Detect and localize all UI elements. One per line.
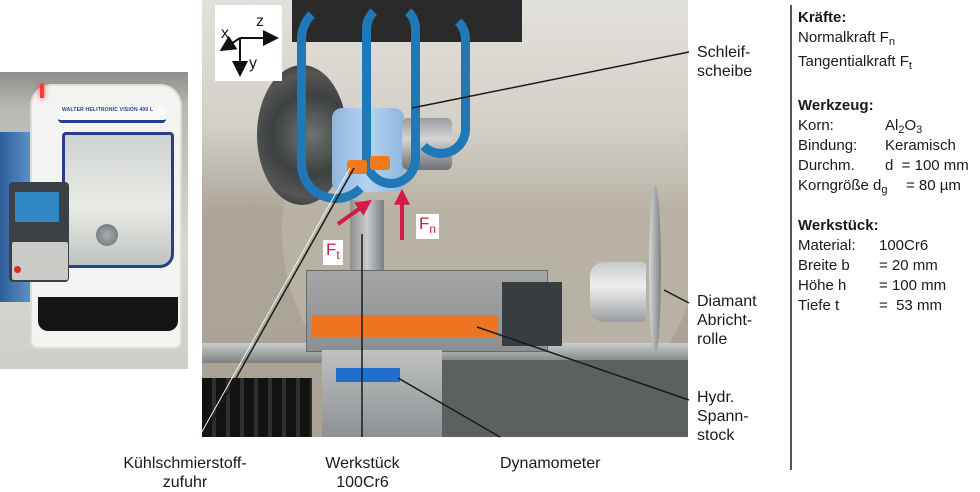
param-value: = 80 µm [906, 177, 961, 194]
param-value: d = 100 mm [885, 157, 969, 174]
leader-schleifscheibe [411, 51, 690, 109]
label-line: zufuhr [162, 474, 208, 491]
label-diamant-abrichtrolle: Diamant Abricht- rolle [697, 292, 757, 349]
vise-orange-strip [312, 315, 498, 337]
label-line: Spann- [697, 408, 749, 425]
workpiece-row-depth: Tiefe t = 53 mm [798, 296, 980, 316]
section-title-workpiece: Werkstück: [798, 217, 879, 234]
section-title-forces: Kräfte: [798, 9, 847, 26]
param-key: Breite b [798, 257, 850, 274]
parameter-panel: Kräfte: Normalkraft Fn Tangentialkraft F… [798, 8, 980, 316]
param-value: = 20 mm [879, 257, 938, 274]
param-key: Korngröße dg [798, 177, 888, 196]
tool-row-bond: Bindung: Keramisch [798, 136, 980, 156]
force-label-fn: Fn [416, 214, 440, 239]
dynamometer [322, 350, 442, 437]
workpiece-row-width: Breite b = 20 mm [798, 256, 980, 276]
coolant-hose [362, 0, 420, 188]
label-hydr-spannstock: Hydr. Spann- stock [697, 388, 749, 445]
coolant-hose [412, 10, 470, 158]
force-item-normal: Normalkraft Fn [798, 28, 980, 52]
param-value: Keramisch [885, 137, 956, 154]
label-werkstueck: Werkstück 100Cr6 [310, 454, 415, 492]
machine-base [38, 297, 178, 331]
leader-kuehlschmierstoff [202, 167, 355, 438]
param-key: Korn: [798, 117, 834, 134]
tool-row-grain-size: Korngröße dg = 80 µm [798, 176, 980, 196]
label-line: 100Cr6 [336, 474, 389, 491]
force-ft-subscript: t [336, 248, 340, 262]
dynamometer-plate [336, 368, 400, 382]
leader-dynamometer [397, 377, 501, 438]
label-schleifscheibe: Schleif- scheibe [697, 43, 752, 81]
param-value: Al2O3 [885, 117, 923, 136]
force-label-ft: Ft [323, 240, 343, 265]
coolant-hose [297, 0, 375, 203]
tangential-force-arrow [336, 199, 372, 226]
force-fn-subscript: n [429, 222, 437, 236]
label-line: Dynamometer [500, 455, 601, 472]
machine-window [62, 132, 174, 268]
label-line: Schleif- [697, 44, 751, 61]
emergency-stop [14, 266, 21, 273]
coolant-nozzle [370, 156, 390, 170]
tool-row-diameter: Durchm. d = 100 mm [798, 156, 980, 176]
vise-jaw [502, 282, 562, 346]
label-line: rolle [697, 331, 728, 348]
label-line: stock [697, 427, 735, 444]
param-value: = 53 mm [879, 297, 942, 314]
label-kuehlschmierstoffzufuhr: Kühlschmierstoff- zufuhr [110, 454, 260, 492]
machine-table [432, 360, 688, 437]
axis-label-z: z [256, 13, 264, 30]
force-item-tangential: Tangentialkraft Ft [798, 52, 980, 76]
control-keypad [12, 242, 68, 280]
setup-photo [202, 0, 688, 437]
machine-top-bar [58, 106, 166, 123]
param-key: Tiefe t [798, 297, 840, 314]
axes-arrows-icon [219, 30, 279, 77]
param-key: Durchm. [798, 157, 855, 174]
label-line: Hydr. [697, 389, 735, 406]
force-item-label: Normalkraft F [798, 29, 889, 46]
force-item-subscript: t [908, 60, 912, 72]
panel-divider [790, 5, 792, 470]
tool-row-grain: Korn: Al2O3 [798, 116, 980, 136]
force-item-label: Tangentialkraft F [798, 53, 909, 70]
workpiece-row-material: Material: 100Cr6 [798, 236, 980, 256]
diamond-dresser-roll [649, 185, 661, 355]
label-dynamometer: Dynamometer [500, 454, 600, 473]
param-value: = 100 mm [879, 277, 947, 294]
machine-brand: WALTER HELITRONIC VISION 400 L [62, 107, 154, 113]
machine-photo: WALTER HELITRONIC VISION 400 L [0, 72, 188, 369]
label-line: Diamant [697, 293, 757, 310]
section-title-tool: Werkzeug: [798, 97, 874, 114]
machine-spindle [96, 224, 118, 246]
leader-diamant-abrichtrolle [663, 289, 690, 304]
axis-label-y: y [249, 55, 257, 72]
workpiece-row-height: Höhe h = 100 mm [798, 276, 980, 296]
force-ft-symbol: F [326, 240, 337, 259]
param-key: Material: [798, 237, 856, 254]
dresser-spindle [590, 262, 646, 322]
force-item-subscript: n [888, 36, 895, 48]
label-line: scheibe [697, 63, 753, 80]
status-beacon [40, 84, 44, 98]
axis-label-x: x [221, 25, 229, 42]
leader-hydr-spannstock [476, 326, 690, 401]
label-line: Abricht- [697, 312, 753, 329]
force-fn-symbol: F [419, 214, 430, 233]
coordinate-axes-inset: z x y [215, 5, 282, 81]
param-key: Höhe h [798, 277, 847, 294]
label-line: Werkstück [325, 455, 400, 472]
label-line: Kühlschmierstoff- [123, 455, 247, 472]
control-screen [15, 192, 59, 222]
leader-kuehlschmierstoff-2 [198, 167, 351, 438]
param-value: 100Cr6 [879, 237, 929, 254]
param-key: Bindung: [798, 137, 858, 154]
